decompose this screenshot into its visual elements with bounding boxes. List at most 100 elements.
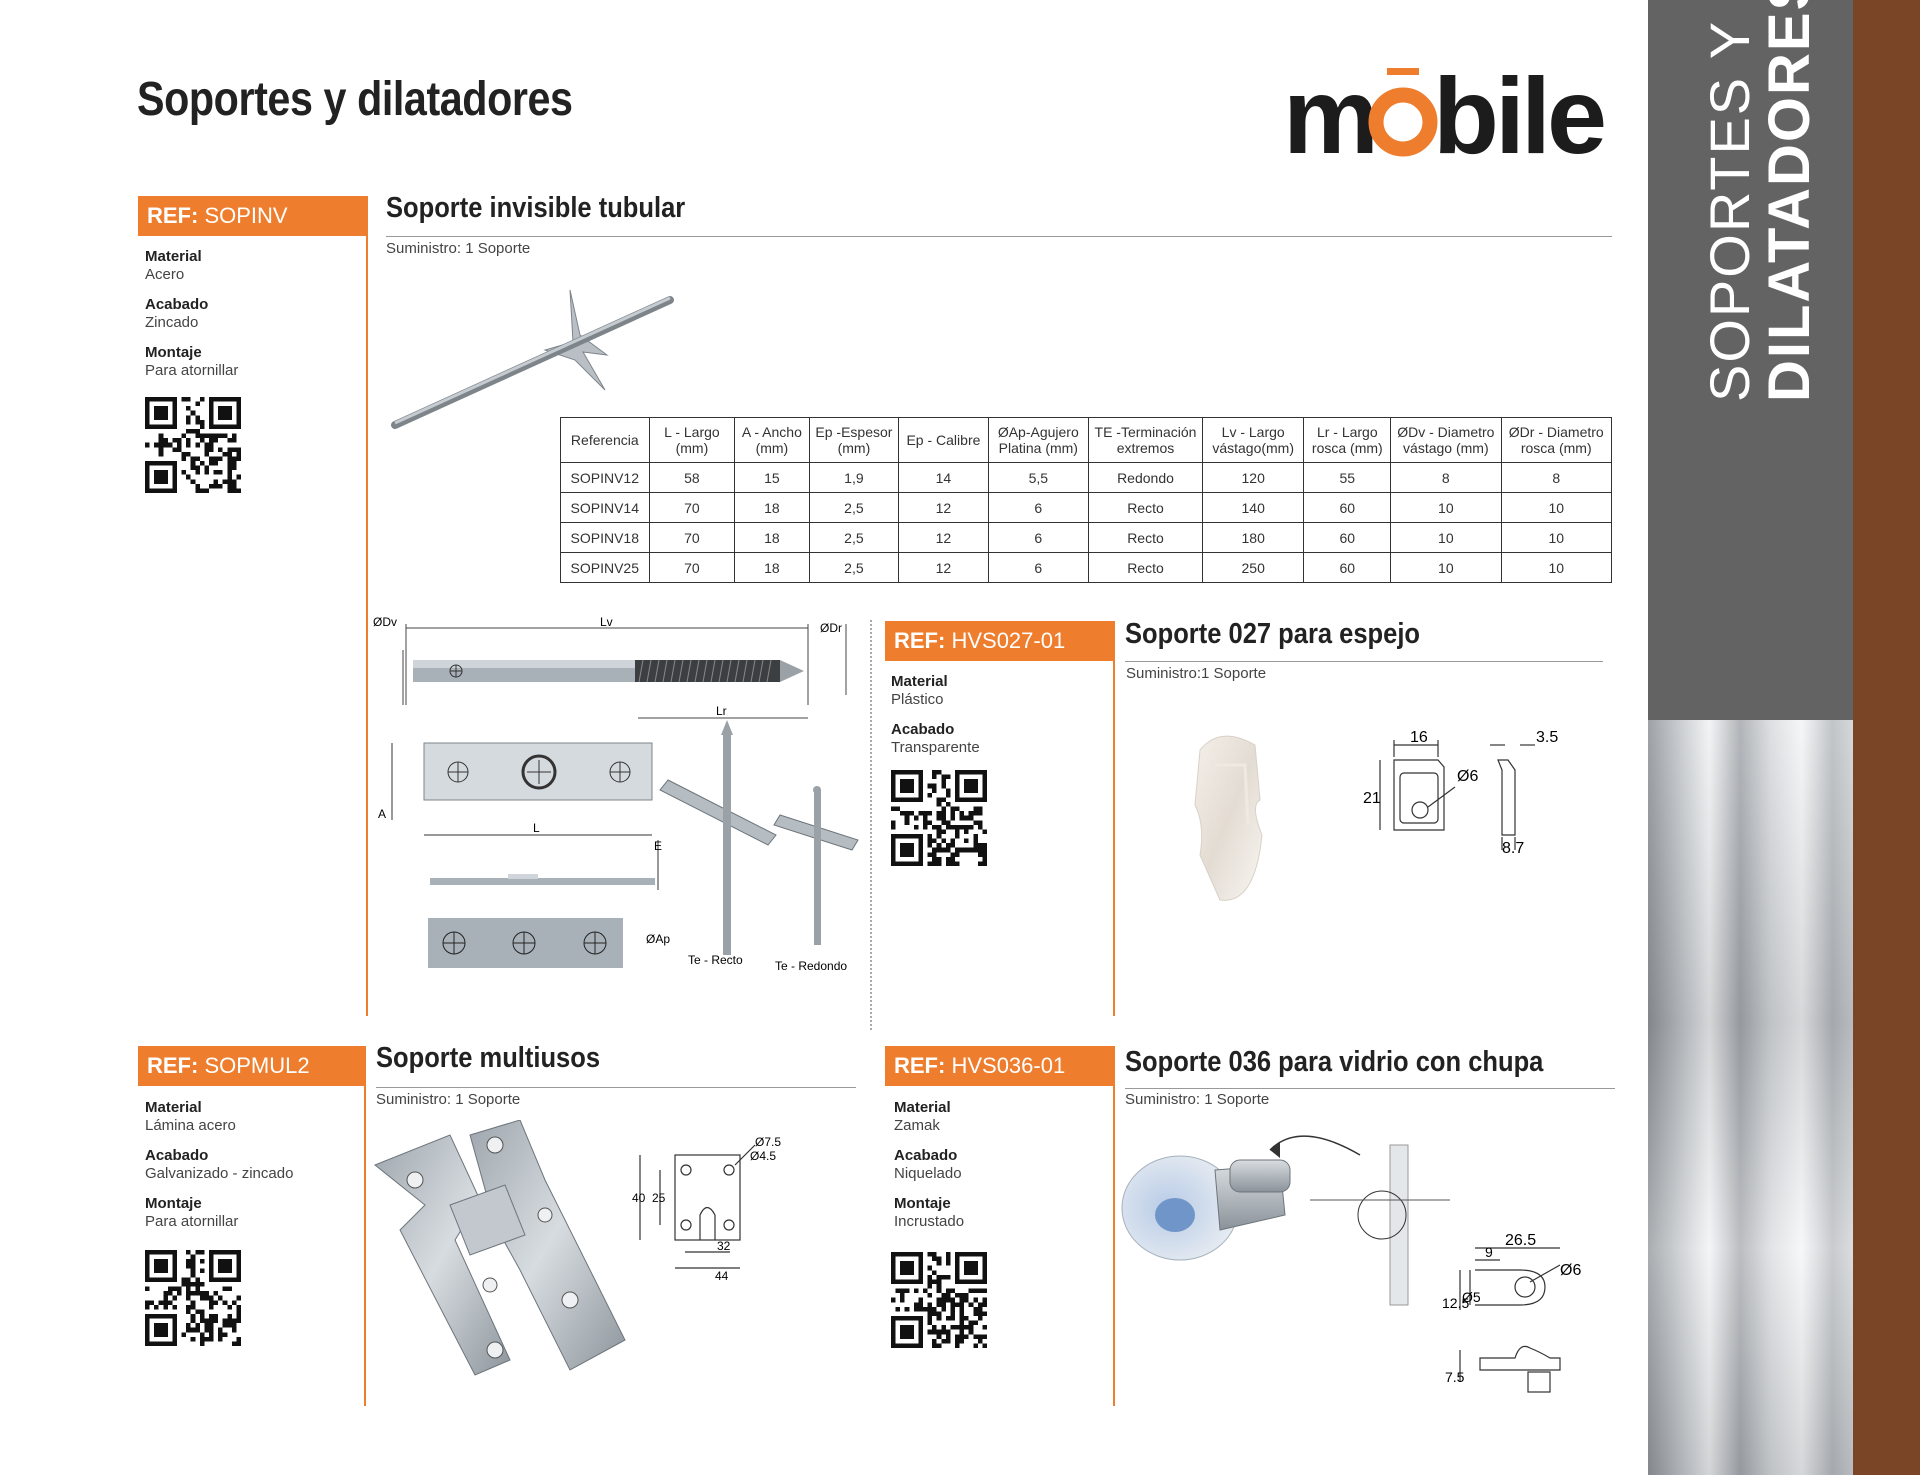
- dim-label: E: [654, 839, 662, 853]
- table-cell: 10: [1390, 522, 1502, 553]
- table-cell: 6: [987, 522, 1090, 553]
- ref-badge-hvs027: REF: HVS027-01: [885, 621, 1115, 661]
- ref-code: HVS036-01: [951, 1053, 1066, 1078]
- ref-badge-hvs036: REF: HVS036-01: [885, 1046, 1115, 1086]
- table-header-cell: Ep -Espesor(mm): [808, 417, 900, 463]
- spec-key: Acabado: [891, 721, 955, 738]
- header-line: vástago(mm): [1212, 440, 1295, 456]
- dim-label: Ø6: [1457, 768, 1478, 785]
- qr-code: [891, 770, 987, 866]
- table-header-cell: Ep - Calibre: [898, 417, 989, 463]
- table-cell: SOPINV18: [560, 522, 650, 553]
- dim-label: 40: [632, 1191, 646, 1205]
- header-line: L - Largo: [664, 424, 720, 440]
- title-rule: [386, 236, 1612, 237]
- dim-label: 12.5: [1442, 1295, 1469, 1311]
- table-cell: 2,5: [808, 552, 900, 583]
- spec-value: Para atornillar: [145, 1213, 239, 1230]
- header-line: (mm): [755, 440, 789, 456]
- table-cell: SOPINV14: [560, 492, 650, 523]
- spec-value: Zincado: [145, 314, 199, 331]
- dim-label: 21: [1363, 790, 1381, 807]
- dim-label: Te - Redondo: [775, 959, 847, 973]
- product-image-hvs027: 16 3.5 21 Ø6 8.7: [1194, 729, 1558, 901]
- title-rule: [1125, 1088, 1615, 1089]
- spec-value: Galvanizado - zincado: [145, 1165, 294, 1182]
- table-cell: 12: [898, 492, 989, 523]
- dim-label: Te - Recto: [688, 953, 743, 967]
- table-cell: 10: [1500, 492, 1613, 523]
- product-title: Soporte invisible tubular: [386, 192, 686, 224]
- title-rule: [376, 1087, 856, 1088]
- ref-label: REF:: [894, 1053, 946, 1078]
- spec-value: Plástico: [891, 691, 944, 708]
- table-cell: 12: [898, 552, 989, 583]
- header-line: TE -Terminación: [1094, 424, 1197, 440]
- supply-text: Suministro: 1 Soporte: [386, 240, 531, 257]
- header-line: Platina (mm): [998, 440, 1078, 456]
- table-cell: 58: [648, 462, 736, 493]
- table-cell: 70: [648, 522, 736, 553]
- table-cell: 14: [898, 462, 989, 493]
- spec-value: Niquelado: [894, 1165, 962, 1182]
- dim-label: 8.7: [1502, 840, 1524, 857]
- spec-value: Lámina acero: [145, 1117, 236, 1134]
- side-label-line2: DILATADORES: [1757, 0, 1822, 402]
- spec-key: Acabado: [145, 1147, 209, 1164]
- table-cell: Recto: [1088, 492, 1203, 523]
- spec-key: Material: [145, 248, 202, 265]
- dim-label: ØAp: [646, 932, 670, 946]
- header-line: A - Ancho: [741, 424, 802, 440]
- table-cell: 5,5: [987, 462, 1090, 493]
- dim-label: ØDr: [820, 621, 842, 635]
- table-cell: 70: [648, 492, 736, 523]
- table-cell: Recto: [1088, 552, 1203, 583]
- header-line: Referencia: [570, 432, 639, 448]
- table-header-cell: Referencia: [560, 417, 650, 463]
- header-line: vástago (mm): [1403, 440, 1489, 456]
- table-cell: 8: [1390, 462, 1502, 493]
- product-title: Soporte 036 para vidrio con chupa: [1125, 1046, 1544, 1078]
- spec-value: Para atornillar: [145, 362, 239, 379]
- header-line: Lv - Largo: [1221, 424, 1285, 440]
- side-label: SOPORTES Y DILATADORES: [1698, 0, 1822, 402]
- spec-key: Material: [145, 1099, 202, 1116]
- header-line: Lr - Largo: [1316, 424, 1378, 440]
- dim-label: Ø6: [1560, 1262, 1581, 1279]
- table-cell: 18: [734, 552, 810, 583]
- spec-key: Acabado: [894, 1147, 958, 1164]
- dim-label: 16: [1410, 729, 1428, 746]
- spec-value: Acero: [145, 266, 185, 283]
- header-line: ØDr - Diametro: [1508, 424, 1604, 440]
- ref-code: HVS027-01: [951, 628, 1066, 653]
- product-title: Soporte 027 para espejo: [1125, 618, 1421, 650]
- spec-key: Acabado: [145, 296, 209, 313]
- dim-label: 9: [1485, 1244, 1493, 1260]
- dim-label: Ø7.5: [755, 1135, 781, 1149]
- table-cell: 12: [898, 522, 989, 553]
- spec-list-hvs036: Material Zamak Acabado Niquelado Montaje…: [894, 1099, 964, 1243]
- ref-code: SOPINV: [204, 203, 288, 228]
- header-line: Ep - Calibre: [906, 432, 981, 448]
- spec-list-sopinv: Material Acero Acabado Zincado Montaje P…: [145, 248, 238, 392]
- spec-key: Montaje: [145, 1195, 202, 1212]
- dim-label: L: [533, 821, 540, 835]
- brand-logo: m bile: [1283, 55, 1618, 176]
- page-title: Soportes y dilatadores: [137, 73, 573, 126]
- table-cell: Redondo: [1088, 462, 1203, 493]
- divider-line: [1113, 661, 1115, 1016]
- header-line: extremos: [1116, 440, 1175, 456]
- side-label-line1: SOPORTES Y: [1698, 19, 1761, 402]
- ref-label: REF:: [147, 1053, 199, 1078]
- table-cell: 250: [1201, 552, 1305, 583]
- spec-value: Incrustado: [894, 1213, 965, 1230]
- table-cell: 120: [1201, 462, 1305, 493]
- dim-label: Lv: [600, 615, 613, 629]
- dim-label: Lr: [716, 704, 727, 718]
- dim-label: 32: [717, 1239, 731, 1253]
